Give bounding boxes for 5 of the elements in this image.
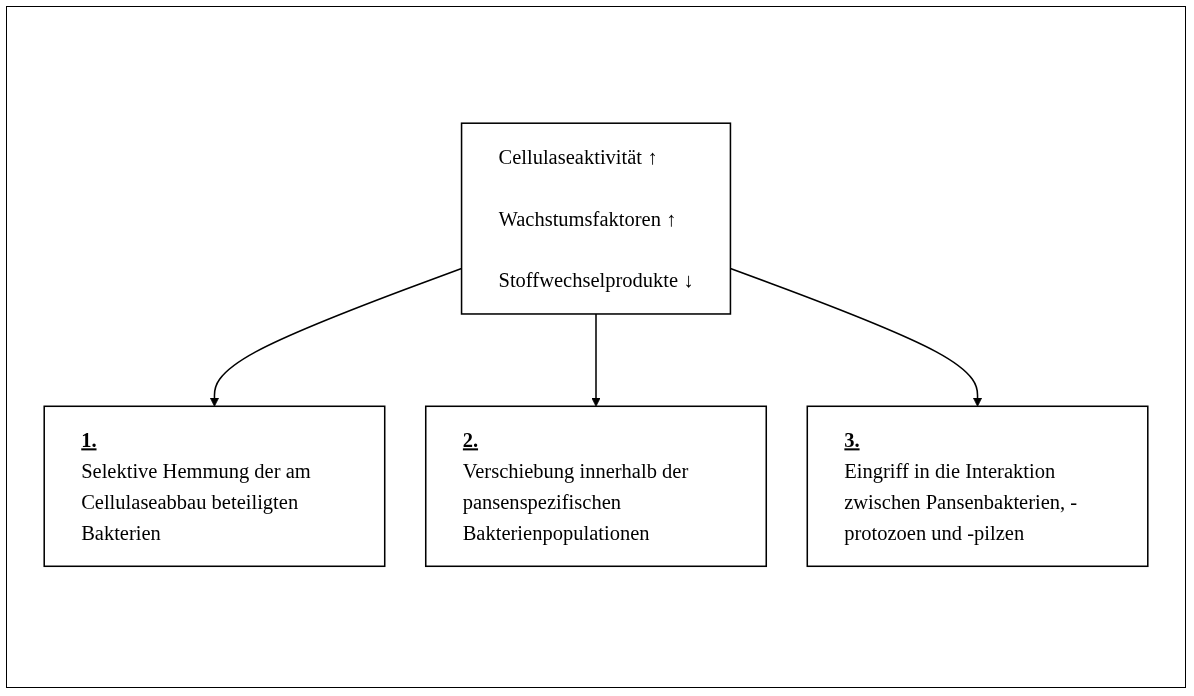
- node-box: 2. Verschiebung innerhalb der pansenspezifischen Bakterienpopulationen: [424, 405, 768, 568]
- node-box: Cellulaseaktivität ↑ Wachstumsfaktoren ↑ Stoffwechselprodukte ↓: [460, 122, 732, 315]
- node-box: 3. Eingriff in die Interaktion zwischen Pansenbakterien, -protozoen und -pilzen: [806, 405, 1149, 568]
- node-box: 1. Selektive Hemmung der am Cellulaseabbau beteiligten Bakterien: [43, 405, 386, 568]
- arrow: [591, 313, 601, 407]
